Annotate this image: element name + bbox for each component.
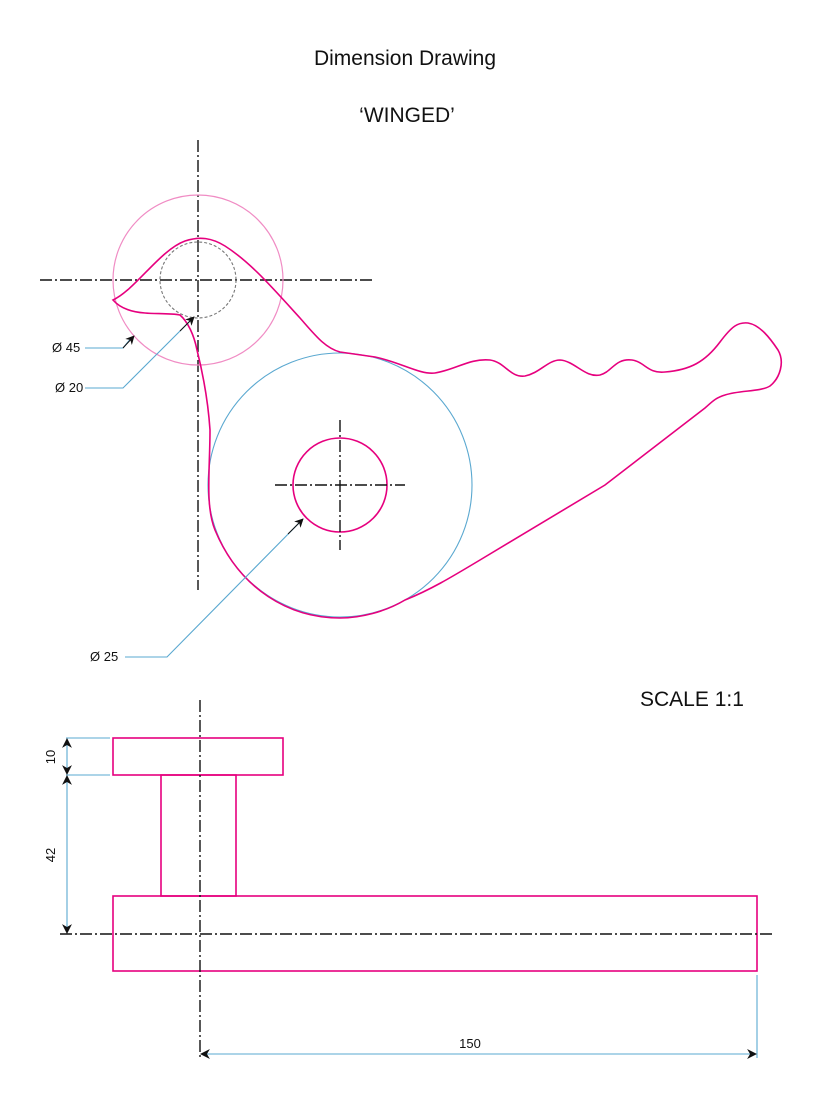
circle-d45 [112,194,284,366]
dim-150: 150 [459,1036,481,1051]
top-view: Ø 45 Ø 20 Ø 25 [40,140,782,664]
side-view: 10 42 150 [43,700,772,1060]
dim-d25: Ø 25 [90,649,118,664]
scale-label: SCALE 1:1 [640,688,744,711]
drawing-subtitle: ‘WINGED’ [359,104,455,127]
arrow-d45 [122,335,135,349]
dim-d20: Ø 20 [55,380,83,395]
arrow-d25 [287,518,304,535]
leader-d25 [125,519,303,658]
knob-stem [160,774,237,897]
arrow-d20 [179,316,195,332]
winged-outline [111,237,782,619]
circle-boss-construction [207,352,473,618]
drawing-title: Dimension Drawing [314,47,496,70]
dim-d45: Ø 45 [52,340,80,355]
knob-head [112,737,284,776]
dim-10: 10 [43,750,58,764]
circle-d20-hidden [159,241,237,319]
dim-42: 42 [43,848,58,862]
leader-d20 [85,317,194,389]
